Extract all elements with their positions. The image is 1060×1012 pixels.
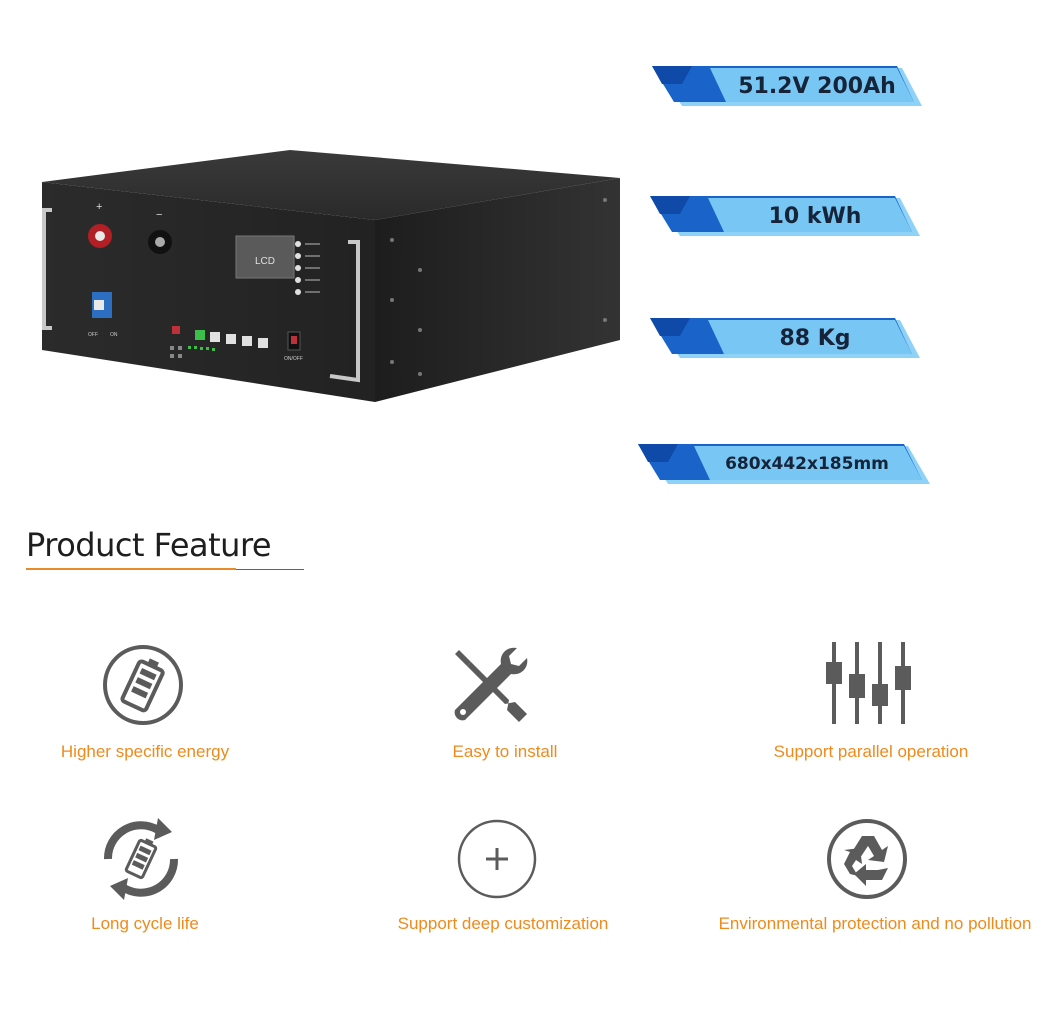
spec-dimensions: 680x442x185mm <box>725 454 889 474</box>
breaker-on-label: ON <box>110 332 118 338</box>
slider-controls-icon <box>826 642 911 724</box>
spec-ribbon-voltage-capacity: 51.2V 200Ah <box>652 64 922 108</box>
feature-label-parallel-operation: Support parallel operation <box>773 742 969 761</box>
breaker-off-label: OFF <box>88 332 98 338</box>
spec-ribbon-dimensions: 680x442x185mm <box>638 442 930 486</box>
recycle-icon <box>827 819 907 899</box>
battery-cycle-icon <box>103 818 179 900</box>
spec-ribbon-weight: 88 Kg <box>650 316 920 360</box>
lcd-label: LCD <box>255 256 275 267</box>
spec-weight: 88 Kg <box>779 325 851 351</box>
plus-circle-icon <box>457 819 537 899</box>
title-underline <box>26 568 236 570</box>
wrench-screwdriver-icon <box>454 647 528 722</box>
feature-label-easy-install: Easy to install <box>452 742 558 761</box>
title-underline-accent <box>236 569 304 570</box>
battery-product-image: + − LCD OFF ON ON/OFF <box>42 150 620 402</box>
feature-label-long-cycle: Long cycle life <box>91 914 199 933</box>
feature-label-deep-customization: Support deep customization <box>397 914 609 933</box>
minus-terminal-label: − <box>156 209 162 221</box>
plus-terminal-label: + <box>96 201 102 213</box>
feature-label-specific-energy: Higher specific energy <box>60 742 230 761</box>
feature-label-environmental: Environmental protection and no pollutio… <box>718 914 1032 933</box>
section-title: Product Feature <box>26 526 272 564</box>
power-switch-label: ON/OFF <box>284 356 303 362</box>
spec-ribbon-energy: 10 kWh <box>650 194 920 238</box>
spec-voltage-capacity: 51.2V 200Ah <box>738 73 896 99</box>
battery-circle-icon <box>103 645 183 725</box>
spec-energy: 10 kWh <box>768 203 862 229</box>
